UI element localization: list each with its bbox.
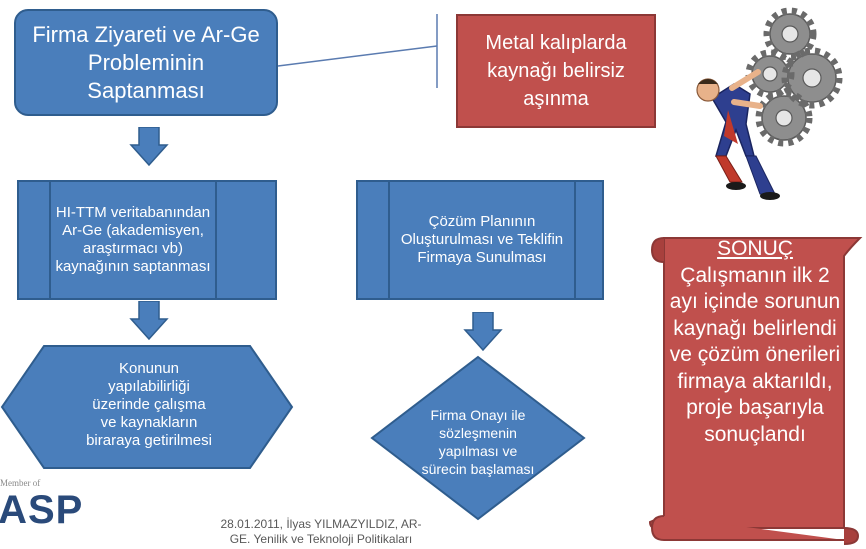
process-box-solution-plan-text: Çözüm Planının Oluşturulması ve Teklifin… (400, 213, 564, 266)
footer-line-2: GE. Yenilik ve Teknoloji Politikaları (229, 532, 413, 546)
footer: 28.01.2011, İlyas YILMAZYILDIZ, AR- GE. … (176, 517, 466, 547)
result-scroll (648, 237, 863, 545)
hexagon-feasibility-text: Konunun yapılabilirliği üzerinde çalışma… (86, 360, 212, 449)
result-heading: SONUÇ (717, 237, 793, 260)
process-box-hi-ttm-text: HI-TTM veritabanından Ar-Ge (akademisyen… (55, 204, 211, 275)
logo-small-text: Member of (0, 478, 41, 488)
footer-line-1: 28.01.2011, İlyas YILMAZYILDIZ, AR- (220, 517, 422, 531)
down-arrow-icon (129, 301, 169, 341)
problem-box: Metal kalıplarda kaynağı belirsiz aşınma (456, 14, 656, 128)
result-scroll-text: SONUÇ Çalışmanın ilk 2 ayı içinde sorunu… (664, 236, 846, 541)
result-body: Çalışmanın ilk 2 ayı içinde sorunun kayn… (669, 263, 841, 446)
title-box: Firma Ziyareti ve Ar-Ge Probleminin Sapt… (14, 9, 278, 116)
diamond-approval-text: Firma Onayı ile sözleşmenin yapılması ve… (421, 407, 535, 477)
diamond-approval (370, 355, 586, 521)
down-arrow-icon (463, 312, 503, 352)
hexagon-feasibility (0, 345, 294, 469)
problem-box-text: Metal kalıplarda kaynağı belirsiz aşınma (485, 32, 627, 110)
logo-large-text: IASP (0, 488, 84, 532)
process-box-solution-plan: Çözüm Planının Oluşturulması ve Teklifin… (356, 180, 604, 300)
down-arrow-icon (129, 127, 169, 167)
iasp-logo: Member of IASP (0, 478, 110, 549)
man-pushing-gears-icon (696, 7, 843, 200)
process-box-hi-ttm: HI-TTM veritabanından Ar-Ge (akademisyen… (17, 180, 277, 300)
title-box-text: Firma Ziyareti ve Ar-Ge Probleminin Sapt… (32, 21, 260, 103)
